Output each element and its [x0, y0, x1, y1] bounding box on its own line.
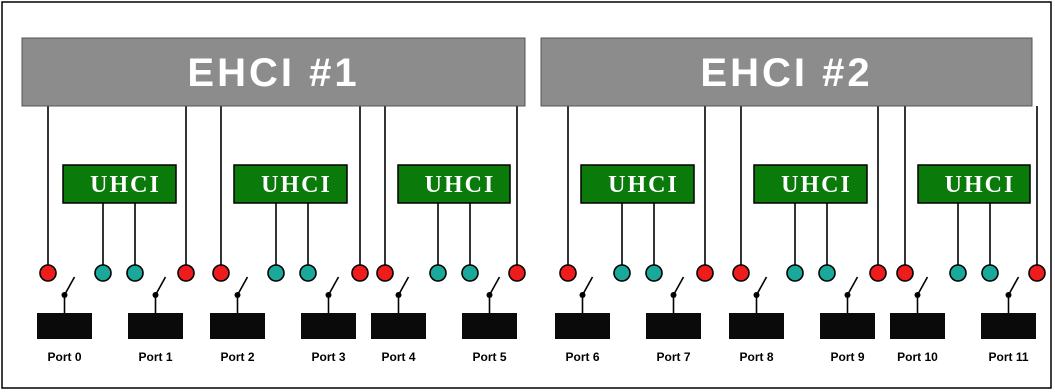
port-switch-pivot [325, 292, 332, 298]
port-switch-pivot [234, 292, 241, 298]
uhci-connector [786, 264, 804, 282]
port-switch-arm [846, 276, 859, 296]
wires-layer [47, 106, 1038, 265]
port-label: Port 1 [138, 350, 172, 364]
port-block [555, 313, 610, 339]
port-switch-pivot [395, 292, 402, 298]
uhci-controller-box [917, 164, 1031, 204]
port-switch-arm [1007, 276, 1020, 296]
port-block [890, 313, 945, 339]
ehci-connector [1028, 264, 1046, 282]
uhci-connector [299, 264, 317, 282]
port-label: Port 11 [988, 350, 1028, 364]
ehci-connector [696, 264, 714, 282]
port-label: Port 4 [381, 350, 415, 364]
controllers-layer: EHCI #1 EHCI #2 UHCI UHCI UHCI UHCI UHCI UHCI [21, 37, 1033, 204]
uhci-controller-box [397, 164, 511, 204]
port-block [371, 313, 426, 339]
port-block [729, 313, 784, 339]
ehci-label: EHCI #1 [187, 51, 359, 95]
ehci-connector [212, 264, 230, 282]
ehci-connector [376, 264, 394, 282]
port-switch-arm [397, 276, 410, 296]
port-block [301, 313, 356, 339]
uhci-label: UHCI [945, 172, 1016, 198]
uhci-label: UHCI [425, 172, 496, 198]
port-label: Port 10 [897, 350, 938, 364]
uhci-connector [126, 264, 144, 282]
port-switch-arm [154, 276, 167, 296]
port-label: Port 9 [830, 350, 864, 364]
port-label: Port 6 [565, 350, 599, 364]
uhci-connector [613, 264, 631, 282]
port-block [981, 313, 1036, 339]
port-block [462, 313, 517, 339]
port-block [37, 313, 92, 339]
ehci-connector [732, 264, 750, 282]
port-switch-arm [916, 276, 929, 296]
ehci-connector [508, 264, 526, 282]
ehci-connector [39, 264, 57, 282]
port-switch-pivot [670, 292, 677, 298]
port-label: Port 3 [311, 350, 345, 364]
uhci-connector [429, 264, 447, 282]
port-label: Port 8 [739, 350, 773, 364]
uhci-connector [981, 264, 999, 282]
port-switch-pivot [1005, 292, 1012, 298]
port-switch-arm [236, 276, 249, 296]
port-label: Port 0 [47, 350, 81, 364]
uhci-label: UHCI [90, 172, 161, 198]
port-label: Port 5 [472, 350, 506, 364]
uhci-connector [461, 264, 479, 282]
port-block [646, 313, 701, 339]
port-switch-pivot [579, 292, 586, 298]
uhci-label: UHCI [261, 172, 332, 198]
port-switch-pivot [486, 292, 493, 298]
port-switch-arm [755, 276, 768, 296]
uhci-controller-box [62, 164, 177, 204]
port-block [210, 313, 265, 339]
port-switch-pivot [753, 292, 760, 298]
port-label: Port 2 [220, 350, 254, 364]
uhci-label: UHCI [781, 172, 852, 198]
uhci-connector [949, 264, 967, 282]
port-label: Port 7 [656, 350, 690, 364]
port-switch-arm [327, 276, 340, 296]
uhci-connector [645, 264, 663, 282]
port-switch-arm [488, 276, 501, 296]
port-switch-arm [581, 276, 594, 296]
uhci-connector [818, 264, 836, 282]
ehci-connector [559, 264, 577, 282]
ehci-connector [351, 264, 369, 282]
port-switch-pivot [61, 292, 68, 298]
ehci-connector [177, 264, 195, 282]
uhci-connector [267, 264, 285, 282]
uhci-label: UHCI [608, 172, 679, 198]
ehci-connector [896, 264, 914, 282]
uhci-controller-box [753, 164, 868, 204]
ehci-label: EHCI #2 [700, 51, 872, 95]
port-switch-arm [672, 276, 685, 296]
port-block [128, 313, 183, 339]
ehci-connector [869, 264, 887, 282]
ehci-controller-box [540, 37, 1033, 107]
uhci-controller-box [233, 164, 348, 204]
port-switch-pivot [844, 292, 851, 298]
port-switch-pivot [152, 292, 159, 298]
ports-layer: Port 0 Port 1 Port 2 Port 3 Port 4 Port 5 Port… [37, 264, 1046, 364]
uhci-controller-box [580, 164, 695, 204]
port-block [820, 313, 875, 339]
port-switch-arm [63, 276, 76, 296]
ehci-controller-box [21, 37, 526, 107]
port-switch-pivot [914, 292, 921, 298]
uhci-connector [94, 264, 112, 282]
